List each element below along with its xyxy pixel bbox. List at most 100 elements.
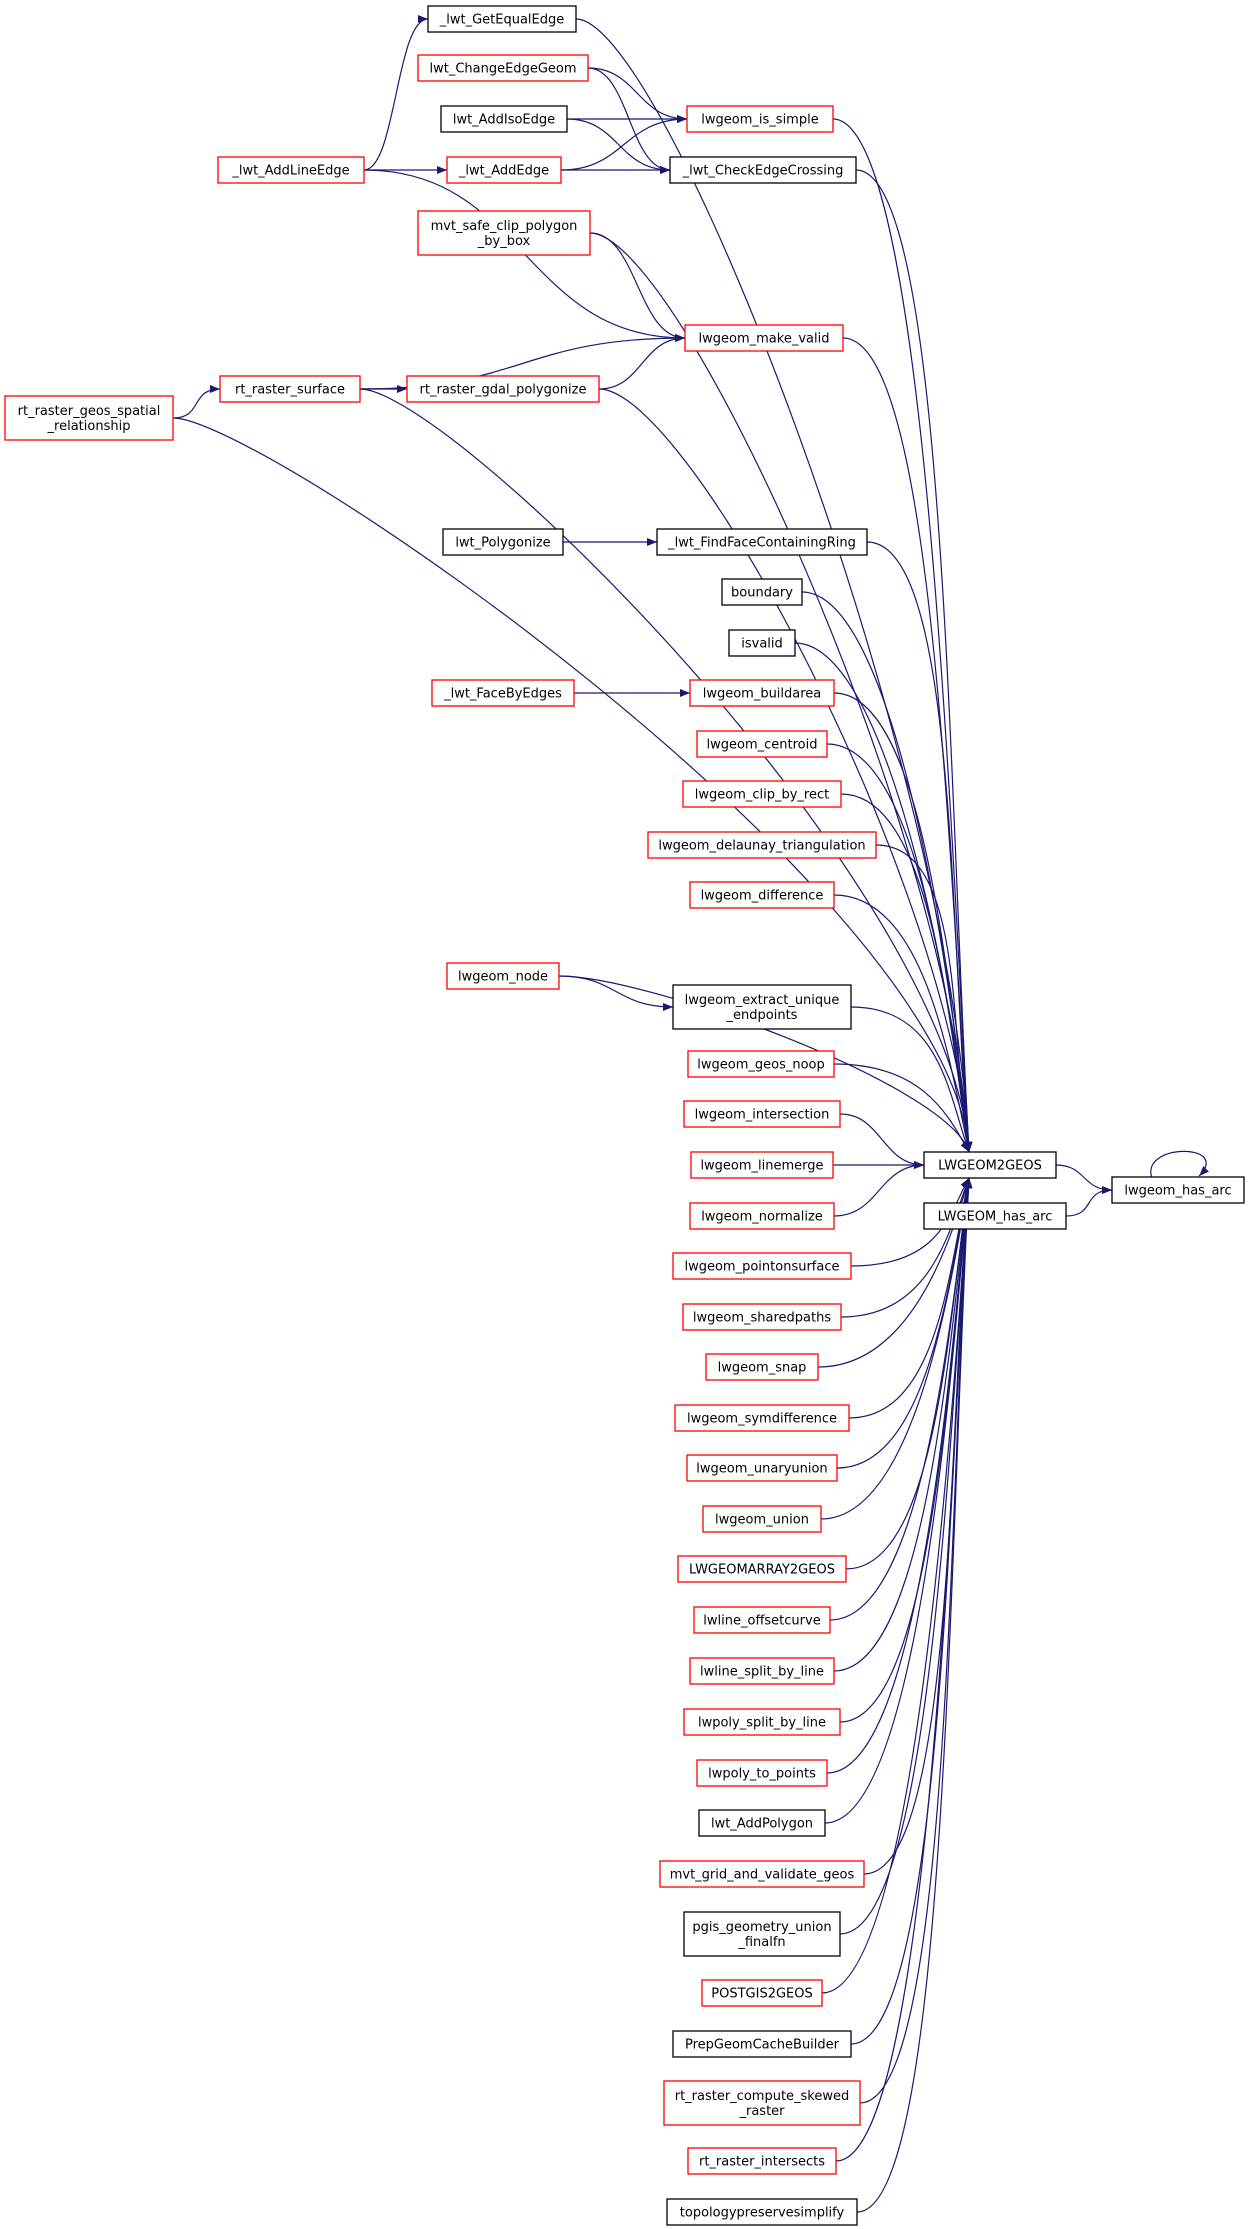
edge-lwt-add-polygon-to-lwgeom2-geos	[824, 1177, 973, 1824]
node-label: rt_raster_surface	[235, 383, 345, 398]
node-label: lwgeom_geos_noop	[697, 1058, 825, 1073]
node-box	[406, 375, 600, 403]
node-label: lwgeom_extract_unique	[685, 993, 840, 1008]
node-rt-raster-compute-skewed-raster[interactable]: rt_raster_compute_skewed_raster	[663, 2080, 861, 2126]
node-boundary[interactable]: boundary	[721, 578, 803, 606]
node-lwgeom-centroid[interactable]: lwgeom_centroid	[696, 730, 828, 758]
edge-lwgeom-difference-to-lwgeom2-geos	[833, 894, 971, 1153]
node-lwgeom-difference[interactable]: lwgeom_difference	[689, 881, 835, 909]
node-lwgeom-geos-noop[interactable]: lwgeom_geos_noop	[687, 1050, 835, 1078]
edge-lwgeom-delaunay-triangulation-to-lwgeom2-geos	[875, 844, 972, 1153]
node-box	[923, 1151, 1057, 1179]
node-label: _by_box	[477, 234, 531, 249]
node-label: _lwt_GetEqualEdge	[439, 13, 565, 28]
node-lwt-find-face-containing-ring[interactable]: _lwt_FindFaceContainingRing	[656, 528, 868, 556]
edges-layer	[172, 15, 1210, 2213]
node-rt-raster-intersects[interactable]: rt_raster_intersects	[687, 2147, 837, 2175]
node-box	[674, 1404, 850, 1432]
node-box	[689, 679, 835, 707]
node-prep-geom-cache-builder[interactable]: PrepGeomCacheBuilder	[672, 2030, 852, 2058]
node-box	[689, 1657, 835, 1685]
node-lwgeom-buildarea[interactable]: lwgeom_buildarea	[689, 679, 835, 707]
node-label: _lwt_AddEdge	[458, 164, 549, 179]
node-lwt-face-by-edges[interactable]: _lwt_FaceByEdges	[431, 679, 575, 707]
node-box	[705, 1353, 819, 1381]
node-lwgeom-is-simple[interactable]: lwgeom_is_simple	[686, 105, 834, 133]
node-box	[672, 984, 852, 1030]
node-mvt-safe-clip-polygon-by-box[interactable]: mvt_safe_clip_polygon_by_box	[417, 210, 591, 256]
node-box	[683, 1100, 841, 1128]
edge-rt-raster-surface-to-lwgeom2-geos	[359, 388, 973, 1153]
node-rt-raster-geos-spatial-relationship[interactable]: rt_raster_geos_spatial_relationship	[4, 395, 174, 441]
node-label: boundary	[731, 586, 793, 601]
node-lwt-add-line-edge[interactable]: _lwt_AddLineEdge	[217, 156, 365, 184]
node-box	[446, 156, 562, 184]
node-lwline-offsetcurve[interactable]: lwline_offsetcurve	[693, 1606, 831, 1634]
node-topologypreservesimplify[interactable]: topologypreservesimplify	[666, 2198, 858, 2226]
node-lwgeom-sharedpaths[interactable]: lwgeom_sharedpaths	[682, 1303, 842, 1331]
node-label: LWGEOM2GEOS	[938, 1159, 1042, 1174]
node-box	[687, 2147, 837, 2175]
node-lwgeom-unaryunion[interactable]: lwgeom_unaryunion	[686, 1454, 838, 1482]
node-label: lwt_AddPolygon	[711, 1817, 813, 1832]
node-box	[696, 730, 828, 758]
node-lwgeom-linemerge[interactable]: lwgeom_linemerge	[690, 1151, 834, 1179]
node-box	[672, 2030, 852, 2058]
node-lwgeomarray2-geos[interactable]: LWGEOMARRAY2GEOS	[677, 1555, 847, 1583]
node-box	[659, 1860, 865, 1888]
node-isvalid[interactable]: isvalid	[728, 629, 796, 657]
node-lwt-change-edge-geom[interactable]: lwt_ChangeEdgeGeom	[417, 54, 589, 82]
node-lwgeom-extract-unique-endpoints[interactable]: lwgeom_extract_unique_endpoints	[672, 984, 852, 1030]
node-lwgeom-has-arc[interactable]: LWGEOM_has_arc	[923, 1202, 1067, 1230]
node-lwgeom-intersection[interactable]: lwgeom_intersection	[683, 1100, 841, 1128]
node-rt-raster-surface[interactable]: rt_raster_surface	[219, 375, 361, 403]
node-box	[686, 1454, 838, 1482]
node-rt-raster-gdal-polygonize[interactable]: rt_raster_gdal_polygonize	[406, 375, 600, 403]
node-lwpoly-split-by-line[interactable]: lwpoly_split_by_line	[683, 1708, 841, 1736]
node-box	[440, 105, 568, 133]
node-postgis2-geos[interactable]: POSTGIS2GEOS	[701, 1979, 823, 2007]
edge-lwline-split-by-line-to-lwgeom2-geos	[833, 1177, 972, 1672]
node-box	[666, 2198, 858, 2226]
edge-lwgeom-union-to-lwgeom2-geos	[820, 1177, 972, 1520]
node-lwline-split-by-line[interactable]: lwline_split_by_line	[689, 1657, 835, 1685]
node-lwt-polygonize[interactable]: lwt_Polygonize	[442, 528, 564, 556]
edge-lwt-add-edge-to-lwgeom-is-simple	[560, 115, 688, 171]
node-lwgeom-clip-by-rect[interactable]: lwgeom_clip_by_rect	[682, 780, 842, 808]
node-lwgeom-symdifference[interactable]: lwgeom_symdifference	[674, 1404, 850, 1432]
node-box	[431, 679, 575, 707]
node-label: _lwt_FaceByEdges	[443, 687, 562, 702]
node-mvt-grid-and-validate-geos[interactable]: mvt_grid_and_validate_geos	[659, 1860, 865, 1888]
node-label: lwgeom_snap	[718, 1361, 807, 1376]
edge-lwgeom2-geos-to-lwgeom-has-arc	[1055, 1164, 1113, 1194]
node-lwgeom-snap[interactable]: lwgeom_snap	[705, 1353, 819, 1381]
node-lwgeom-normalize[interactable]: lwgeom_normalize	[689, 1202, 835, 1230]
node-label: lwgeom_make_valid	[699, 332, 830, 347]
node-lwt-add-iso-edge[interactable]: lwt_AddIsoEdge	[440, 105, 568, 133]
node-lwpoly-to-points[interactable]: lwpoly_to_points	[696, 1759, 828, 1787]
node-lwgeom2-geos[interactable]: LWGEOM2GEOS	[923, 1151, 1057, 1179]
node-box	[683, 1708, 841, 1736]
node-label: lwgeom_normalize	[701, 1210, 823, 1225]
edge-mvt-safe-clip-polygon-by-box-to-lwgeom-make-valid	[589, 232, 686, 342]
edge-rt-raster-gdal-polygonize-to-lwgeom-make-valid	[598, 334, 686, 390]
node-lwt-add-polygon[interactable]: lwt_AddPolygon	[698, 1809, 826, 1837]
node-lwgeom-union[interactable]: lwgeom_union	[702, 1505, 822, 1533]
node-lwt-get-equal-edge[interactable]: _lwt_GetEqualEdge	[427, 5, 577, 33]
node-box	[689, 881, 835, 909]
node-label: lwgeom_buildarea	[703, 687, 822, 702]
node-pgis-geometry-union-finalfn[interactable]: pgis_geometry_union_finalfn	[683, 1911, 841, 1957]
node-lwgeom-make-valid[interactable]: lwgeom_make_valid	[684, 324, 844, 352]
node-lwgeom-node[interactable]: lwgeom_node	[446, 962, 560, 990]
edge-lwgeom-sharedpaths-to-lwgeom2-geos	[840, 1177, 970, 1318]
node-box	[417, 210, 591, 256]
node-label: POSTGIS2GEOS	[711, 1987, 812, 2002]
node-lwt-add-edge[interactable]: _lwt_AddEdge	[446, 156, 562, 184]
node-label: topologypreservesimplify	[680, 2206, 845, 2221]
node-lwgeom-pointonsurface[interactable]: lwgeom_pointonsurface	[672, 1252, 852, 1280]
node-lwt-check-edge-crossing[interactable]: _lwt_CheckEdgeCrossing	[669, 156, 857, 184]
node-lwgeom-delaunay-triangulation[interactable]: lwgeom_delaunay_triangulation	[647, 831, 877, 859]
edge-lwgeom-pointonsurface-to-lwgeom2-geos	[850, 1177, 970, 1267]
node-box	[669, 156, 857, 184]
